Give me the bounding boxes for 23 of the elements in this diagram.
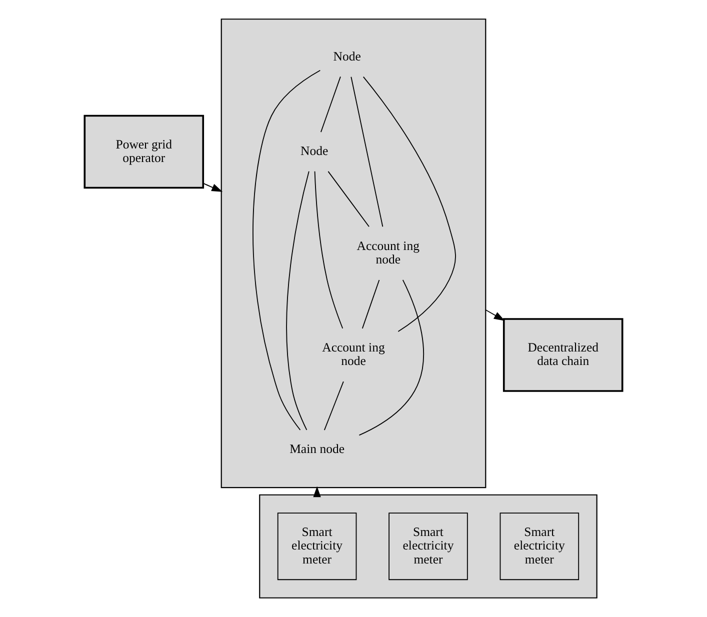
node-text: Main node xyxy=(290,442,344,456)
arrow xyxy=(202,182,223,192)
node-text: Node xyxy=(333,49,361,64)
node-box: Smart electricity meter xyxy=(500,512,580,580)
node-box: Smart electricity meter xyxy=(277,512,357,580)
connector xyxy=(252,70,321,430)
node-box: Power grid operator xyxy=(84,114,204,189)
node-text: Account ing node xyxy=(322,340,385,368)
connector xyxy=(314,170,344,329)
connector xyxy=(324,381,344,431)
connector xyxy=(328,170,370,228)
connector xyxy=(320,76,341,132)
cluster xyxy=(220,18,486,488)
connector xyxy=(286,170,310,430)
node-box: Smart electricity meter xyxy=(388,512,468,580)
connector xyxy=(358,279,424,436)
connector xyxy=(362,76,456,332)
node-text: Node xyxy=(300,144,328,158)
connector xyxy=(362,280,380,329)
arrow xyxy=(485,309,505,321)
node-box: Decentralized data chain xyxy=(502,318,624,392)
node-text: Account ing node xyxy=(356,238,420,267)
connector xyxy=(350,76,384,228)
